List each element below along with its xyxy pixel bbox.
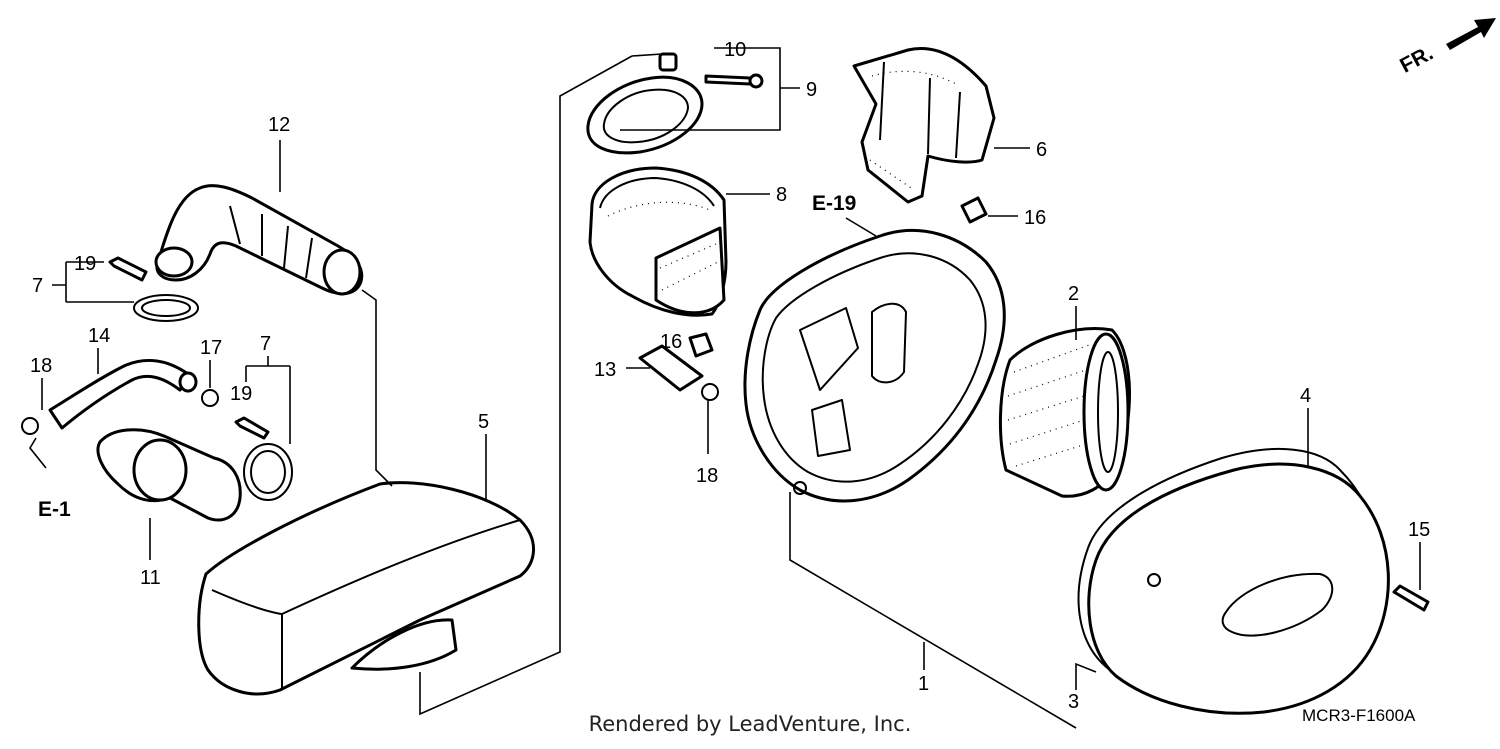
part-7-clamp-lower: [243, 443, 293, 501]
part-17-clip: [201, 389, 219, 407]
callout-17: 17: [200, 337, 222, 359]
callout-18-left: 18: [30, 355, 52, 377]
part-7-clamp-upper-inner: [141, 299, 191, 317]
part-5-lower-cover: [197, 481, 535, 696]
callout-13: 13: [594, 359, 616, 381]
part-9-screw-head: [748, 73, 764, 89]
part-7-clamp-upper: [133, 294, 199, 322]
callout-3: 3: [1068, 691, 1079, 713]
callout-10: 10: [724, 39, 746, 61]
callout-6: 6: [1036, 139, 1047, 161]
leader-lines: [29, 47, 1421, 729]
part-19-screw-upper: [108, 256, 148, 282]
part-18-clip-center: [701, 383, 719, 401]
callout-12: 12: [268, 114, 290, 136]
part-12-intake-tube: [154, 184, 364, 296]
part-14-hose-end: [178, 371, 198, 393]
part-9-screw: [704, 74, 752, 86]
reference-e1: E-1: [38, 498, 71, 521]
part-8-duct: [588, 166, 728, 317]
part-16-bolt-center: [688, 332, 714, 358]
callout-7-upper: 7: [32, 275, 43, 297]
part-18-clip-left: [21, 417, 39, 435]
callout-9: 9: [806, 79, 817, 101]
callout-1: 1: [918, 673, 929, 695]
callout-15: 15: [1408, 519, 1430, 541]
front-arrow-icon: [1446, 18, 1496, 50]
part-7-clamp-lower-inner: [250, 450, 286, 494]
callout-16-upper: 16: [1024, 207, 1046, 229]
part-1-housing: [743, 229, 1006, 503]
front-direction-marker: FR.: [1396, 18, 1496, 78]
reference-e19: E-19: [812, 192, 856, 215]
callout-19-lower: 19: [230, 383, 252, 405]
part-6-snorkel: [852, 47, 996, 204]
callout-11: 11: [140, 567, 161, 589]
front-marker-label: FR.: [1396, 42, 1437, 78]
part-2-filter-element: [998, 327, 1131, 498]
credit-line: Rendered by LeadVenture, Inc.: [588, 712, 912, 736]
part-15-screw: [1392, 584, 1430, 612]
callout-4: 4: [1300, 385, 1311, 407]
part-14-hose: [48, 359, 190, 430]
callout-19-upper: 19: [74, 253, 96, 275]
diagram-code: MCR3-F1600A: [1302, 706, 1416, 725]
part-13-bracket: [638, 344, 704, 392]
callout-2: 2: [1068, 283, 1079, 305]
part-10-gasket: [586, 52, 704, 155]
part-4-cover: [1087, 462, 1390, 715]
part-16-bolt-upper: [960, 196, 988, 224]
callout-16-center: 16: [660, 331, 682, 353]
part-11-lower-intake-tube: [96, 428, 242, 522]
callout-5: 5: [478, 411, 489, 433]
callout-14: 14: [88, 325, 110, 347]
callout-7-lower: 7: [260, 333, 271, 355]
callout-18-center: 18: [696, 465, 718, 487]
callout-8: 8: [776, 184, 787, 206]
part-19-screw-lower: [234, 416, 270, 440]
